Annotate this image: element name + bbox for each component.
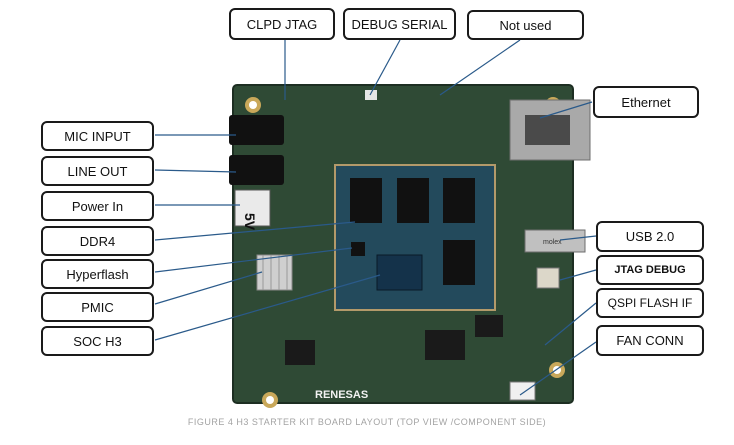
label-soc-h3: SOC H3 <box>41 326 154 356</box>
usb-marking: molex <box>543 239 562 246</box>
label-ddr4: DDR4 <box>41 226 154 256</box>
label-qspi-flash: QSPI FLASH IF <box>596 288 704 318</box>
figure-caption: FIGURE 4 H3 STARTER KIT BOARD LAYOUT (TO… <box>187 417 547 427</box>
label-power-in: Power In <box>41 191 154 221</box>
label-debug-serial: DEBUG SERIAL <box>343 8 456 40</box>
label-usb: USB 2.0 <box>596 221 704 252</box>
label-hyperflash: Hyperflash <box>41 259 154 289</box>
label-ethernet: Ethernet <box>593 86 699 118</box>
board-photo: 5V RENESAS molex <box>229 84 591 408</box>
label-fan-conn: FAN CONN <box>596 325 704 356</box>
brand-logo-text: RENESAS <box>315 389 368 401</box>
label-line-out: LINE OUT <box>41 156 154 186</box>
label-pmic: PMIC <box>41 292 154 322</box>
label-jtag-debug: JTAG DEBUG <box>596 255 704 285</box>
label-mic-input: MIC INPUT <box>41 121 154 151</box>
label-not-used: Not used <box>467 10 584 40</box>
silk-5v: 5V <box>242 213 258 231</box>
label-clpd-jtag: CLPD JTAG <box>229 8 335 40</box>
